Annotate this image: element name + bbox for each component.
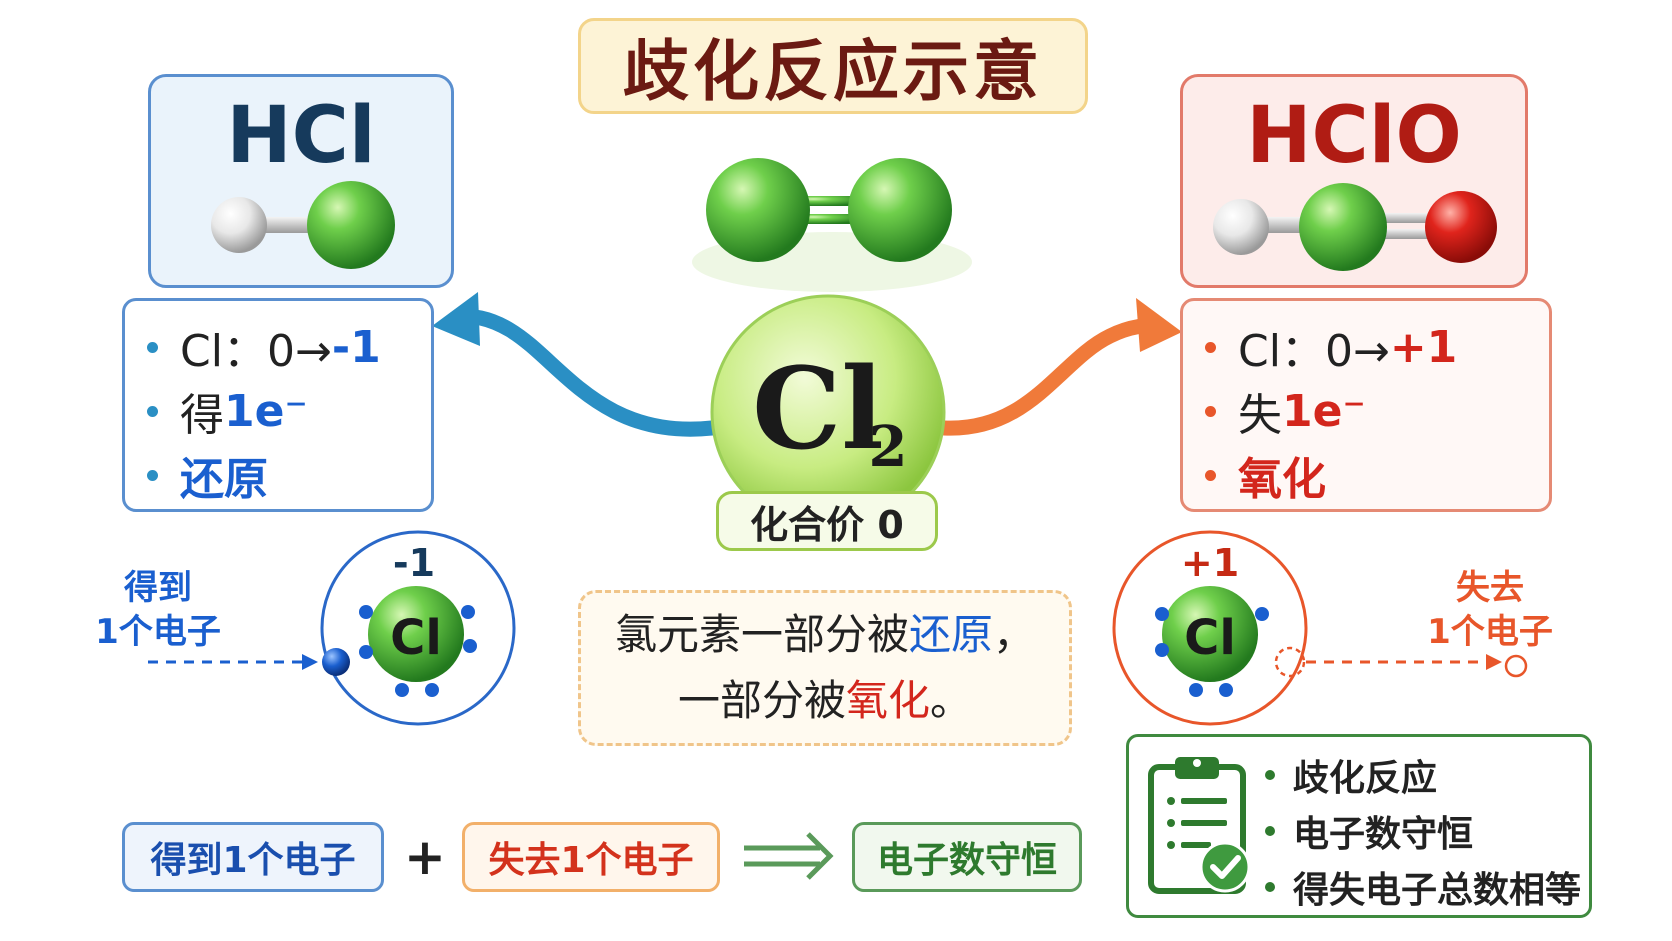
bullet-dot (1265, 882, 1275, 892)
electron-loss-value: 1e⁻ (1282, 385, 1366, 437)
oxidation-info-row-1: Cl：0→ +1 (1205, 315, 1549, 379)
equation-double-arrow (744, 832, 834, 880)
reduction-label: 还原 (180, 454, 268, 505)
lose-electron-label-line2: 1个电子 (1427, 612, 1553, 652)
chlorine-plus-ion-charge: +1 (1181, 541, 1239, 585)
valence-change-value: -1 (331, 321, 381, 373)
lose-electron-pill: 失去1个电子 (462, 822, 720, 892)
hclo-formula: HClO (1246, 91, 1462, 181)
note-line2-text: 一部分被 (677, 676, 846, 725)
cl2-molecule-model (706, 158, 952, 262)
electron-loss-text: 失 (1238, 390, 1282, 441)
oxidation-arrowhead (1136, 298, 1182, 352)
bullet-dot (1205, 405, 1216, 417)
lose-electron-label: 失去 1个电子 (1420, 566, 1560, 654)
bullet-dot (1265, 826, 1275, 836)
electron-gain-text: 得 (180, 390, 224, 441)
oxidation-info-row-3: 氧化 (1205, 443, 1549, 507)
bullet-dot (1205, 469, 1216, 481)
note-line-2: 一部分被氧化。 (678, 668, 972, 734)
reduction-info-row-3: 还原 (147, 443, 431, 507)
note-oxidation-word: 氧化 (845, 676, 930, 725)
summary-item: 电子数守恒 (1265, 803, 1581, 859)
reduction-info-row-1: Cl：0→ -1 (147, 315, 431, 379)
cl2-sphere-symbol: Cl (752, 344, 884, 475)
chlorine-plus-ion-diagram (1112, 530, 1528, 726)
title-banner: 歧化反应示意 (578, 18, 1088, 114)
hcl-molecule-card: HCl (148, 74, 454, 288)
oxidation-label: 氧化 (1238, 454, 1326, 505)
summary-card: 歧化反应 电子数守恒 得失电子总数相等 (1126, 734, 1592, 918)
summary-list: 歧化反应 电子数守恒 得失电子总数相等 (1265, 747, 1581, 915)
explanation-note: 氯元素一部分被还原， 一部分被氧化。 (578, 590, 1072, 746)
conservation-pill: 电子数守恒 (852, 822, 1082, 892)
summary-item: 得失电子总数相等 (1265, 859, 1581, 915)
bullet-dot (147, 405, 158, 417)
valence-change-text: Cl：0→ (180, 326, 332, 377)
bullet-dot (147, 469, 158, 481)
note-reduction-word: 还原 (908, 610, 993, 659)
hclo-molecule-model (1213, 183, 1497, 271)
electron-gain-value: 1e⁻ (224, 385, 308, 437)
chlorine-plus-ion-symbol: Cl (1184, 610, 1236, 666)
hclo-molecule-card: HClO (1180, 74, 1528, 288)
clipboard-check-icon (1148, 757, 1251, 894)
bullet-dot (1205, 341, 1216, 353)
summary-item: 歧化反应 (1265, 747, 1581, 803)
valence-change-text: Cl：0→ (1238, 326, 1390, 377)
hcl-formula: HCl (226, 91, 376, 181)
valence-label: 化合价 0 (716, 491, 938, 551)
summary-item-text: 歧化反应 (1293, 758, 1438, 799)
cl2-sphere-subscript: 2 (869, 414, 908, 480)
chloride-ion-charge: -1 (393, 541, 435, 585)
summary-item-text: 得失电子总数相等 (1293, 870, 1582, 911)
gain-electron-label: 得到 1个电子 (88, 566, 228, 654)
gain-electron-label-line1: 得到 (124, 568, 192, 608)
hcl-molecule-model (211, 181, 395, 269)
reduction-arrowhead (432, 292, 480, 346)
gain-electron-label-line2: 1个电子 (95, 612, 221, 652)
bullet-dot (147, 341, 158, 353)
reduction-info-card: Cl：0→ -1 得 1e⁻ 还原 (122, 298, 434, 512)
reduction-arrow (448, 309, 720, 437)
chloride-ion-symbol: Cl (390, 610, 442, 666)
reduction-info-row-2: 得 1e⁻ (147, 379, 431, 443)
diagram-title: 歧化反应示意 (623, 33, 1043, 110)
valence-change-value: +1 (1389, 321, 1458, 373)
note-line1-text: 氯元素一部分被 (614, 610, 909, 659)
chloride-ion-diagram (148, 530, 516, 726)
bullet-dot (1265, 770, 1275, 780)
summary-item-text: 电子数守恒 (1293, 814, 1474, 855)
oxidation-info-card: Cl：0→ +1 失 1e⁻ 氧化 (1180, 298, 1552, 512)
oxidation-info-row-2: 失 1e⁻ (1205, 379, 1549, 443)
note-line1-punct: ， (993, 610, 1036, 659)
plus-sign: + (404, 828, 446, 886)
note-line-1: 氯元素一部分被还原， (615, 602, 1035, 668)
gain-electron-pill: 得到1个电子 (122, 822, 384, 892)
lose-electron-label-line1: 失去 (1456, 568, 1524, 608)
oxidation-arrow (936, 317, 1168, 436)
note-line2-punct: 。 (930, 676, 973, 725)
